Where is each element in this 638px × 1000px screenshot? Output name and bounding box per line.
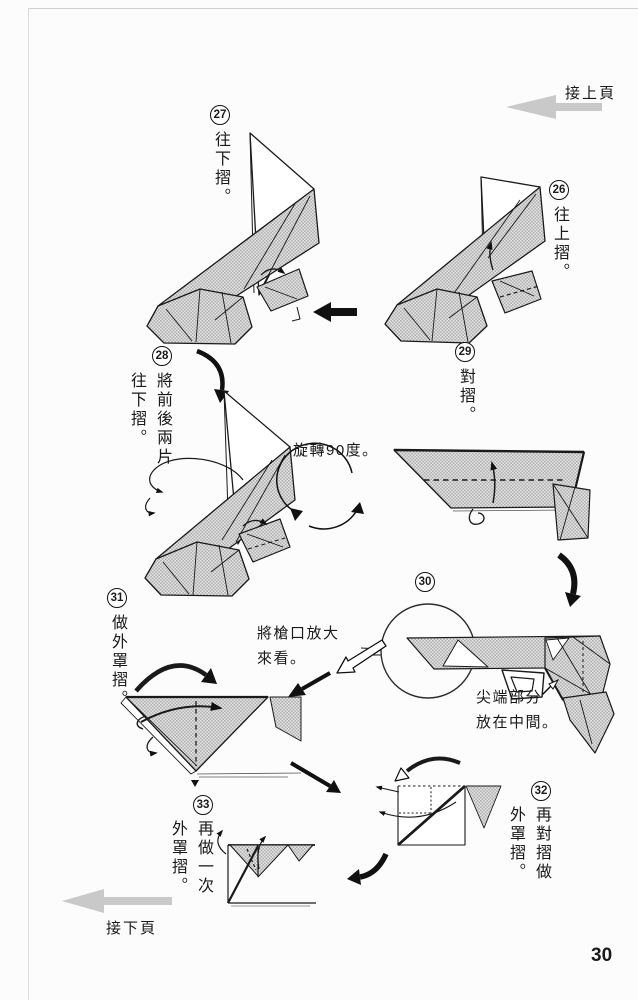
tip-annotation-line1: 尖端部分 xyxy=(476,689,543,706)
magnify-annotation-line2: 來看。 xyxy=(257,650,307,667)
step-32-number: 32 xyxy=(531,781,551,801)
figure-step-28 xyxy=(144,390,296,597)
step-26-number: 26 xyxy=(549,180,569,200)
tip-pointer-arrow-icon xyxy=(541,678,560,696)
prev-page-label: 接上頁 xyxy=(565,85,617,102)
magnify-arrow-icon xyxy=(336,639,387,674)
figure-step-33 xyxy=(216,829,316,907)
next-page-arrow-icon xyxy=(62,889,172,913)
magnify-annotation-line1: 將槍口放大 xyxy=(257,625,340,642)
step-28-label-line1: 將前後兩片 xyxy=(154,372,171,467)
step-30-number: 30 xyxy=(415,572,435,592)
step-32-label-line2: 外罩摺。 xyxy=(507,806,524,882)
page-edge-left xyxy=(28,8,29,1000)
step-33-label-line2: 外罩摺。 xyxy=(169,820,186,896)
next-page-label: 接下頁 xyxy=(106,920,158,937)
page-edge-top xyxy=(28,8,638,9)
step-29-number: 29 xyxy=(455,342,475,362)
step-26-label: 往上摺。 xyxy=(551,206,568,282)
step-33-number: 33 xyxy=(193,795,213,815)
step-29-label: 對摺。 xyxy=(457,368,474,425)
step-33-label-line1: 再做一次 xyxy=(195,820,212,896)
step-28-number: 28 xyxy=(152,346,172,366)
rotate-arrow-icon xyxy=(275,442,364,530)
step-27-number: 27 xyxy=(210,105,230,125)
rotate-annotation: 旋轉90度。 xyxy=(293,442,379,459)
arrow-to-next-step-icon xyxy=(289,761,341,793)
figure-step-31 xyxy=(120,663,302,787)
arrow-down-left-icon xyxy=(288,671,331,697)
step-32-label-line1: 再對摺做 xyxy=(533,806,550,882)
arrow-down-right-icon xyxy=(557,552,581,607)
figure-step-29 xyxy=(393,448,591,541)
step-31-number: 31 xyxy=(107,588,127,608)
page-number: 30 xyxy=(591,945,613,966)
figure-step-32 xyxy=(375,756,502,847)
prev-page-arrow-icon xyxy=(506,95,602,119)
arrow-left-icon xyxy=(313,302,357,322)
figure-step-27 xyxy=(146,132,320,345)
figure-step-26 xyxy=(384,176,546,344)
step-31-label: 做外罩摺。 xyxy=(109,614,126,709)
arrow-curved-left-icon xyxy=(347,852,389,885)
step-28-label-line2: 往下摺。 xyxy=(128,372,145,448)
step-27-label: 往下摺。 xyxy=(212,131,229,207)
tip-annotation-line2: 放在中間。 xyxy=(476,714,559,731)
